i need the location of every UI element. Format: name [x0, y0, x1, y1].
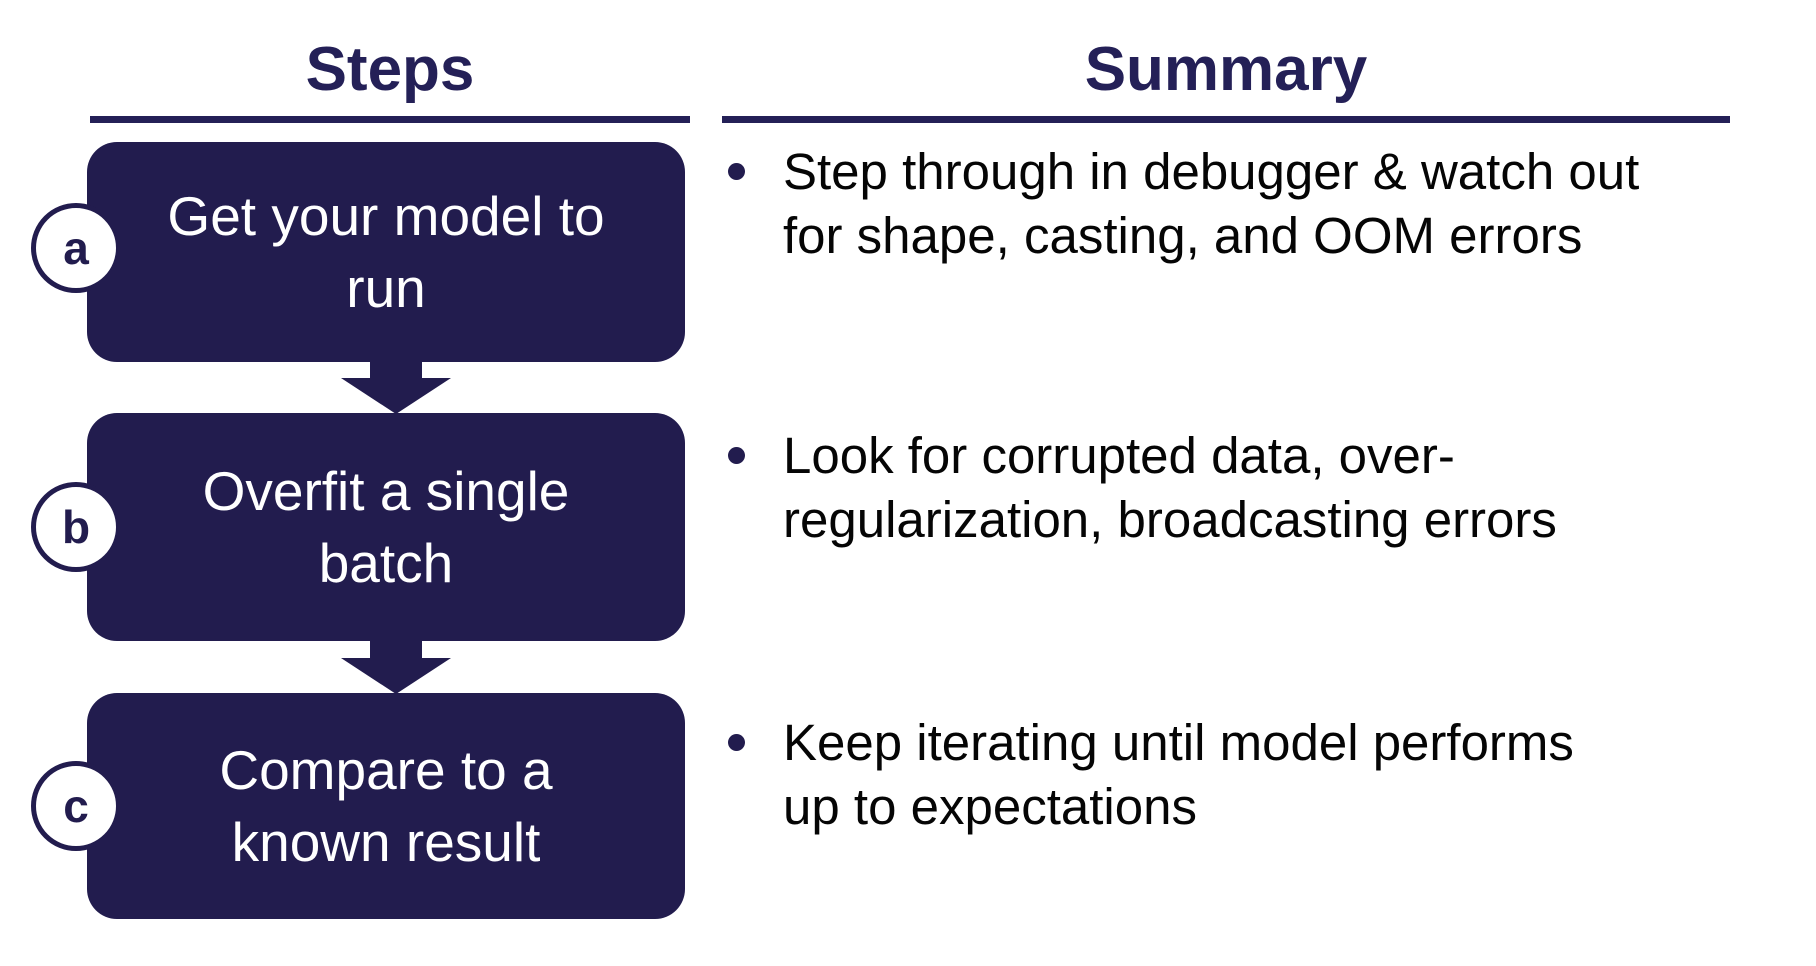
step-badge-b-letter: b	[61, 501, 91, 553]
step-b-label-line1: Overfit a single	[202, 460, 570, 522]
summary-item-3-line1: Keep iterating until model performs	[783, 714, 1574, 771]
step-a-label-line2: run	[346, 257, 426, 319]
bullet-dot-icon	[728, 447, 745, 464]
step-badge-c: c	[31, 761, 121, 851]
step-badge-c-letter: c	[63, 780, 89, 832]
step-c-label-line1: Compare to a	[219, 739, 553, 801]
step-box-c: Compare to a known result	[87, 693, 685, 919]
step-box-a: Get your model to run	[87, 142, 685, 362]
flow-arrow-a-to-b-icon	[341, 378, 451, 414]
bullet-dot-icon	[728, 163, 745, 180]
summary-item-3-line2: up to expectations	[783, 778, 1197, 835]
summary-item-2: Look for corrupted data, over- regulariz…	[728, 424, 1738, 552]
flow-arrow-a-to-b-stem	[370, 360, 422, 379]
step-b-label-line2: batch	[318, 532, 454, 594]
summary-item-2-line1: Look for corrupted data, over-	[783, 427, 1455, 484]
step-c-label-line2: known result	[231, 811, 541, 873]
summary-item-1-line1: Step through in debugger & watch out	[783, 143, 1640, 200]
summary-header-underline	[722, 116, 1730, 123]
step-a-label-line1: Get your model to	[167, 185, 605, 247]
step-badge-a-letter: a	[63, 222, 89, 274]
step-box-b: Overfit a single batch	[87, 413, 685, 641]
summary-item-1: Step through in debugger & watch out for…	[728, 140, 1738, 268]
summary-column-title: Summary	[1084, 35, 1368, 104]
step-badge-b: b	[31, 482, 121, 572]
steps-header-underline	[90, 116, 690, 123]
step-badge-a: a	[31, 203, 121, 293]
bullet-dot-icon	[728, 734, 745, 751]
flow-arrow-b-to-c-icon	[341, 658, 451, 694]
summary-item-3: Keep iterating until model performs up t…	[728, 711, 1738, 839]
steps-column-title: Steps	[305, 35, 475, 104]
summary-item-1-line2: for shape, casting, and OOM errors	[783, 207, 1583, 264]
summary-item-2-line2: regularization, broadcasting errors	[783, 491, 1557, 548]
flow-arrow-b-to-c-stem	[370, 640, 422, 659]
